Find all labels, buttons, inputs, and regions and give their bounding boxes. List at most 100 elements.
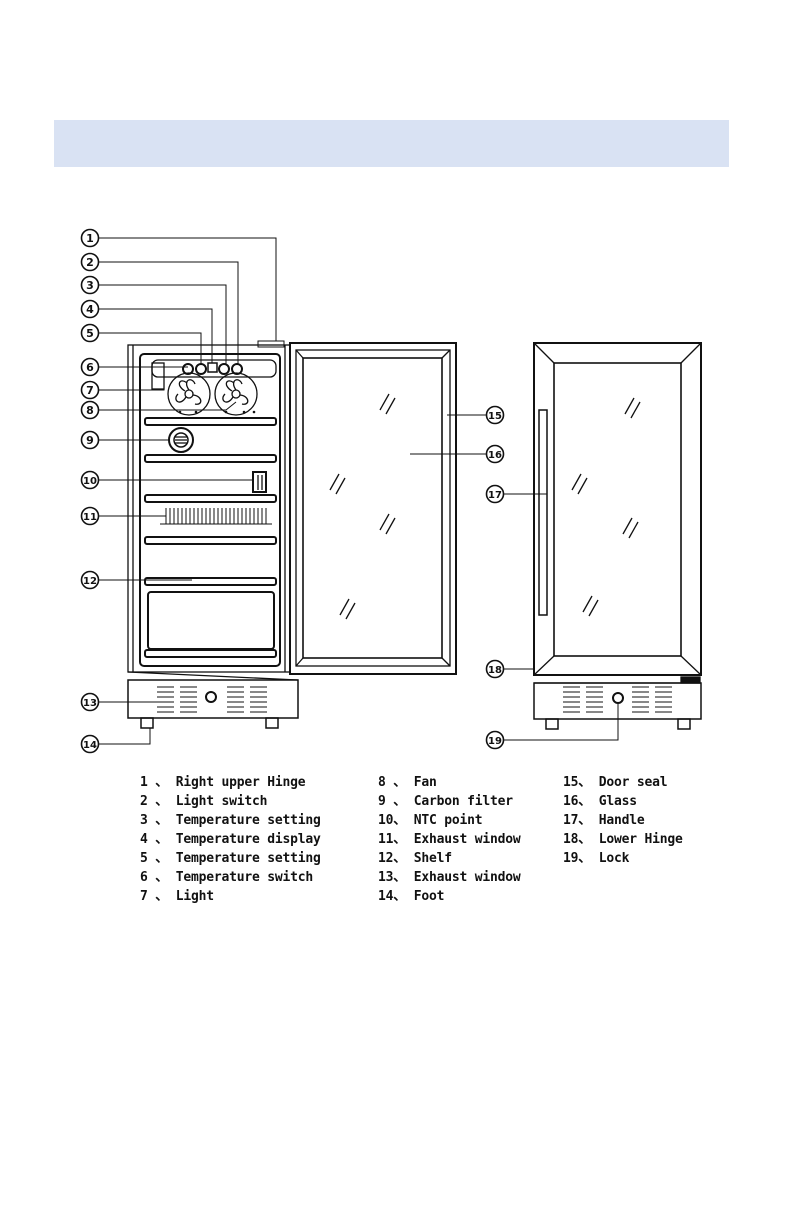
callout-number: 18 bbox=[488, 665, 502, 676]
lower-hinge bbox=[680, 676, 701, 684]
callout-9: 9 bbox=[80, 430, 100, 450]
shelf-2 bbox=[144, 454, 277, 463]
legend-number: 2 、 bbox=[140, 794, 169, 809]
legend-number: 5 、 bbox=[140, 851, 169, 866]
fan-right bbox=[214, 372, 258, 416]
legend-number: 12、 bbox=[378, 851, 407, 866]
foot-left-1 bbox=[140, 717, 154, 729]
open-door-outer bbox=[289, 342, 457, 675]
callout-4: 4 bbox=[80, 299, 100, 319]
callout-16: 16 bbox=[485, 444, 505, 464]
callout-number: 2 bbox=[86, 256, 94, 269]
foot-right-2 bbox=[677, 718, 691, 730]
base-left bbox=[127, 679, 299, 719]
callout-number: 19 bbox=[488, 736, 502, 747]
shelf-3 bbox=[144, 494, 277, 503]
legend-item: 7 、 Light bbox=[140, 887, 321, 906]
top-hinge bbox=[257, 340, 285, 348]
legend-label: Foot bbox=[406, 889, 445, 904]
legend-item: 19、 Lock bbox=[563, 849, 683, 868]
cabinet-inner bbox=[139, 353, 281, 667]
callout-12: 12 bbox=[80, 570, 100, 590]
shelf-5 bbox=[144, 577, 277, 586]
legend-item: 13、 Exhaust window bbox=[378, 868, 521, 887]
legend-label: Temperature switch bbox=[168, 870, 313, 885]
legend-number: 3 、 bbox=[140, 813, 169, 828]
legend-number: 14、 bbox=[378, 889, 407, 904]
callout-number: 6 bbox=[86, 361, 94, 374]
callout-3: 3 bbox=[80, 275, 100, 295]
callout-number: 13 bbox=[83, 698, 97, 709]
open-door-glass bbox=[302, 357, 443, 659]
ntc-sensor bbox=[252, 471, 267, 493]
temp-display bbox=[207, 362, 218, 373]
legend-number: 8 、 bbox=[378, 775, 407, 790]
legend-item: 18、 Lower Hinge bbox=[563, 830, 683, 849]
legend-number: 18、 bbox=[563, 832, 592, 847]
callout-number: 8 bbox=[86, 404, 94, 417]
callout-number: 10 bbox=[83, 476, 97, 487]
callout-number: 4 bbox=[86, 303, 94, 316]
legend-label: Door seal bbox=[591, 775, 668, 790]
legend-item: 15、 Door seal bbox=[563, 773, 683, 792]
base-vents-right bbox=[563, 686, 672, 713]
closed-door-glass bbox=[553, 362, 682, 657]
base-vents-left bbox=[157, 686, 267, 713]
knob-right-2 bbox=[231, 363, 243, 375]
legend-item: 14、 Foot bbox=[378, 887, 520, 906]
legend-label: Light bbox=[168, 889, 214, 904]
legend-item: 17、 Handle bbox=[563, 811, 683, 830]
callout-number: 16 bbox=[488, 450, 502, 461]
legend-number: 7 、 bbox=[140, 889, 169, 904]
shelf-4 bbox=[144, 536, 277, 545]
closed-unit-outer bbox=[533, 342, 702, 676]
legend-number: 6 、 bbox=[140, 870, 169, 885]
legend-label: Carbon filter bbox=[406, 794, 513, 809]
foot-right-1 bbox=[545, 718, 559, 730]
legend-item: 3 、 Temperature setting bbox=[140, 811, 321, 830]
legend-label: Shelf bbox=[406, 851, 452, 866]
callout-7: 7 bbox=[80, 380, 100, 400]
legend-label: Lock bbox=[591, 851, 630, 866]
legend-item: 12、 Shelf bbox=[378, 849, 520, 868]
callout-number: 1 bbox=[86, 232, 94, 245]
legend-label: Temperature setting bbox=[168, 813, 321, 828]
lock-right bbox=[612, 692, 624, 704]
fan-left bbox=[167, 372, 211, 416]
header-band bbox=[54, 120, 729, 167]
legend-item: 6 、 Temperature switch bbox=[140, 868, 321, 887]
callout-6: 6 bbox=[80, 357, 100, 377]
callout-2: 2 bbox=[80, 252, 100, 272]
legend-label: Light switch bbox=[168, 794, 268, 809]
legend-number: 9 、 bbox=[378, 794, 407, 809]
legend-number: 13、 bbox=[378, 870, 407, 885]
callout-number: 5 bbox=[86, 327, 94, 340]
legend-label: Glass bbox=[591, 794, 637, 809]
legend-label: Temperature display bbox=[168, 832, 321, 847]
knob-left bbox=[182, 363, 194, 375]
legend-number: 1 、 bbox=[140, 775, 169, 790]
callout-14: 14 bbox=[80, 734, 100, 754]
legend-item: 10、 NTC point bbox=[378, 811, 520, 830]
legend-number: 10、 bbox=[378, 813, 407, 828]
foot-left-2 bbox=[265, 717, 279, 729]
legend-item: 4 、 Temperature display bbox=[140, 830, 321, 849]
knob-left-2 bbox=[195, 363, 207, 375]
light bbox=[151, 362, 165, 390]
callout-11: 11 bbox=[80, 506, 100, 526]
legend-item: 16、 Glass bbox=[563, 792, 683, 811]
shelf-6 bbox=[144, 649, 277, 658]
legend-label: Temperature setting bbox=[168, 851, 321, 866]
knob-right bbox=[218, 363, 230, 375]
legend-number: 16、 bbox=[563, 794, 592, 809]
legend-item: 2 、 Light switch bbox=[140, 792, 321, 811]
legend-item: 8 、 Fan bbox=[378, 773, 520, 792]
legend-item: 5 、 Temperature setting bbox=[140, 849, 321, 868]
callout-number: 11 bbox=[83, 512, 97, 523]
callout-1: 1 bbox=[80, 228, 100, 248]
